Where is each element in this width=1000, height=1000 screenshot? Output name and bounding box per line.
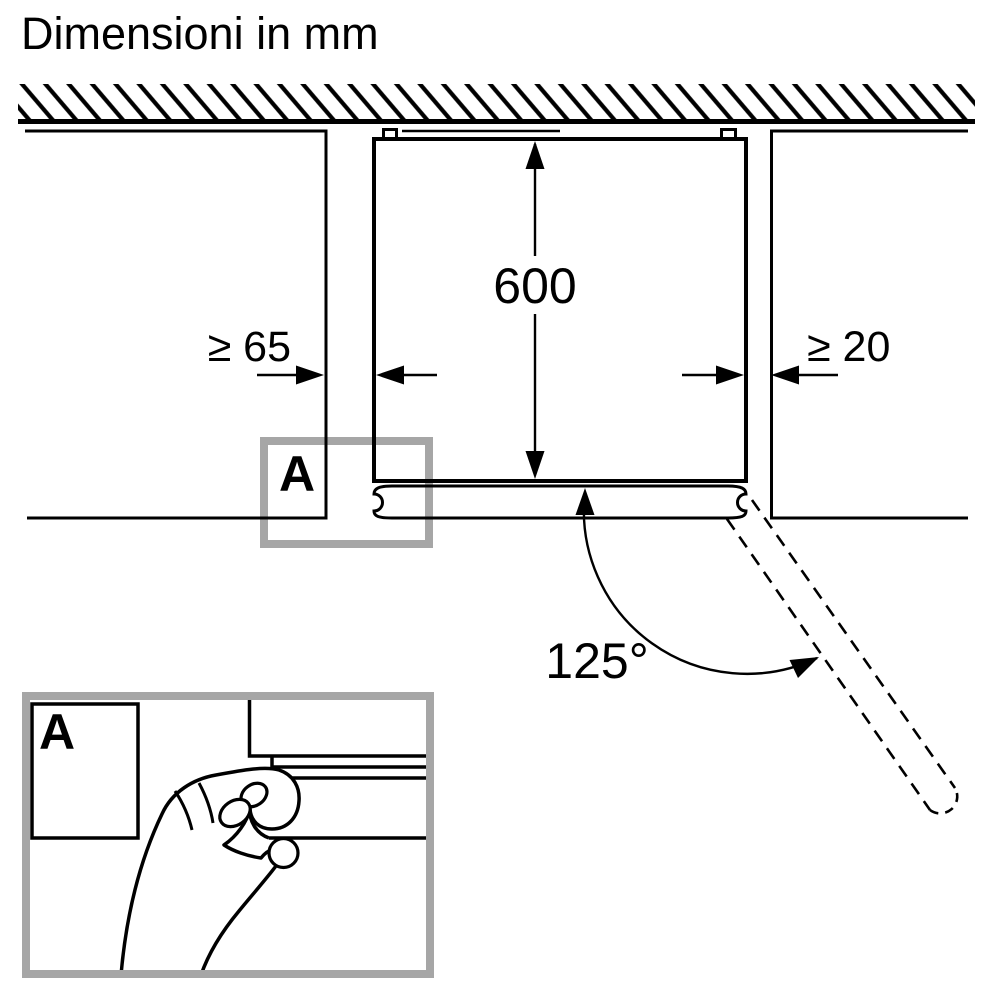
left-clearance-label: ≥ 65	[208, 323, 291, 371]
thumb	[267, 836, 300, 870]
arrow-right-icon	[716, 365, 744, 385]
closed-door-outline	[392, 484, 728, 520]
detail-view-frame	[22, 692, 434, 978]
detail-view: A	[22, 692, 434, 978]
interior-width-arrows	[376, 365, 744, 385]
detail-cabinet-block	[30, 702, 140, 840]
open-door-end-cap	[929, 787, 959, 815]
detail-marker-label: A	[279, 446, 315, 502]
depth-dimension: 600	[493, 141, 577, 479]
door-swing: 125°	[545, 488, 819, 689]
arrow-left-icon	[376, 365, 404, 385]
door-swing-arc	[582, 491, 818, 676]
right-clearance-dimension: ≥ 20	[771, 323, 890, 385]
left-clearance-dimension: ≥ 65	[208, 323, 324, 385]
arrow-right-icon	[296, 365, 324, 385]
open-door-dashed-line	[750, 499, 957, 789]
appliance-outline	[372, 137, 748, 483]
appliance-spacer-left	[382, 128, 398, 140]
arrowhead-down-icon	[525, 451, 545, 479]
door-angle-label: 125°	[545, 633, 648, 689]
knuckle-line	[197, 782, 215, 824]
fingertip	[218, 797, 252, 829]
page-title: Dimensioni in mm	[21, 8, 379, 59]
appliance-spacer-right	[720, 128, 737, 140]
knuckle-line	[173, 790, 194, 831]
closed-door	[372, 484, 748, 520]
open-door	[725, 499, 959, 815]
arrowhead-right-icon	[789, 657, 819, 678]
arrowhead-up-icon	[575, 488, 595, 515]
left-cabinet-outline	[25, 129, 328, 520]
arrow-left-icon	[771, 365, 799, 385]
detail-marker-frame	[260, 437, 433, 548]
rear-wall-hatching	[18, 84, 975, 119]
depth-dimension-label: 600	[493, 258, 576, 314]
detail-view-label: A	[39, 704, 75, 760]
right-cabinet-outline	[770, 129, 968, 520]
closed-door-left-notch	[372, 484, 393, 520]
arrowhead-up-icon	[525, 141, 545, 169]
right-clearance-label: ≥ 20	[807, 323, 890, 371]
closed-door-right-notch	[727, 484, 748, 520]
open-door-dashed-line	[725, 518, 932, 811]
